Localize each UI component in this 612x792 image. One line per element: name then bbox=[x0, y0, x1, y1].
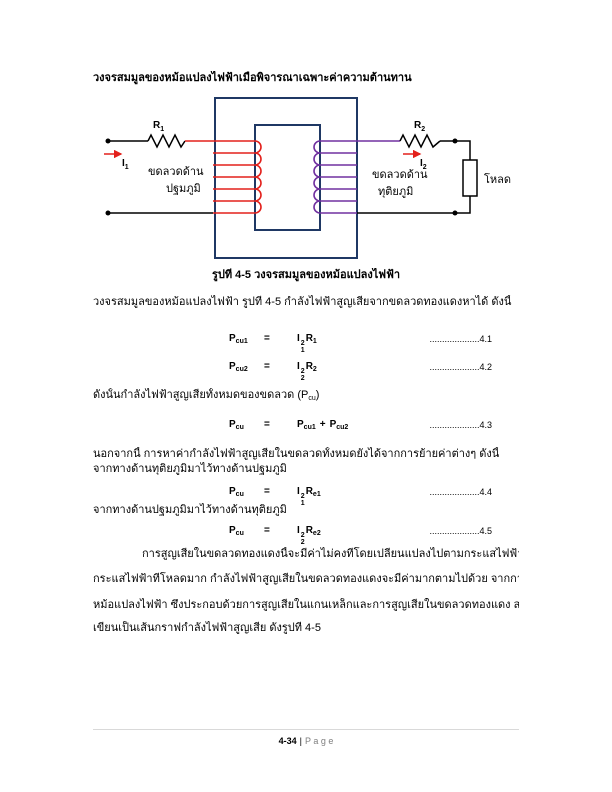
paragraph-line: กระแสไฟฟ้าที่โหลดมาก กำลังไฟฟ้าสูญเสียใน… bbox=[93, 573, 519, 585]
secondary-winding-label-line1: ขดลวดด้าน bbox=[372, 169, 428, 181]
page-footer: 4-34|P a g e bbox=[0, 734, 612, 748]
equation-lhs: Pcu2 bbox=[229, 361, 248, 373]
equivalent-circuit-diagram: R1 R2 I1 I2 ขดลวดด้าน ปฐมภูมิ ขดลวดด้าน … bbox=[104, 97, 511, 259]
referral-to-secondary: จากทางด้านปฐมภูมิมาไว้ทางด้านทุติยภูมิ bbox=[93, 504, 287, 516]
secondary-terminal-top-dot bbox=[452, 138, 458, 144]
equation-rhs: Pcu1+Pcu2 bbox=[297, 419, 349, 431]
paragraph-line: การสูญเสียในขดลวดทองแดงนี้จะมีค่าไม่คงที… bbox=[142, 548, 519, 560]
transformer-core-window bbox=[254, 124, 321, 231]
resistor-r2 bbox=[399, 133, 441, 149]
label-i1: I1 bbox=[122, 158, 129, 171]
load-resistor bbox=[462, 159, 478, 197]
secondary-winding bbox=[313, 140, 400, 214]
footer-divider bbox=[93, 729, 519, 730]
primary-winding-label-line1: ขดลวดด้าน bbox=[148, 166, 204, 178]
equation-number: ....................4.4 bbox=[429, 487, 492, 497]
equals-sign: = bbox=[264, 525, 270, 536]
footer-separator: | bbox=[299, 736, 302, 746]
label-r2: R2 bbox=[414, 120, 425, 133]
equation-number: ....................4.1 bbox=[429, 334, 492, 344]
label-i2: I2 bbox=[420, 158, 427, 171]
equation-4-3: Pcu = Pcu1+Pcu2 ....................4.3 bbox=[0, 417, 612, 433]
secondary-terminal-bottom-dot bbox=[452, 210, 458, 216]
intro-text: วงจรสมมูลของหม้อแปลงไฟฟ้า รูปที่ 4-5 กำล… bbox=[93, 296, 512, 308]
figure-caption: รูปที่ 4-5 วงจรสมมูลของหม้อแปลงไฟฟ้า bbox=[211, 269, 401, 281]
equation-number: ....................4.5 bbox=[429, 526, 492, 536]
page-number: 4-34 bbox=[278, 736, 297, 746]
paragraph-line: หม้อแปลงไฟฟ้า ซึ่งประกอบด้วยการสูญเสียใน… bbox=[93, 599, 519, 611]
equation-number: ....................4.3 bbox=[429, 420, 492, 430]
load-label: โหลด bbox=[484, 172, 511, 186]
section-heading: วงจรสมมูลของหม้อแปลงไฟฟ้าเมื่อพิจารณาเฉพ… bbox=[93, 72, 412, 84]
equation-lhs: Pcu1 bbox=[229, 333, 248, 345]
primary-winding-label-line2: ปฐมภูมิ bbox=[166, 183, 201, 195]
equals-sign: = bbox=[264, 419, 270, 430]
equation-lhs: Pcu bbox=[229, 419, 244, 431]
equation-number: ....................4.2 bbox=[429, 362, 492, 372]
page-word: P a g e bbox=[305, 736, 334, 746]
secondary-output-wire bbox=[440, 140, 471, 160]
equals-sign: = bbox=[264, 486, 270, 497]
transformer-core-outer bbox=[214, 97, 358, 259]
secondary-winding-label-line2: ทุติยภูมิ bbox=[378, 186, 413, 198]
referral-to-primary: จากทางด้านทุติยภูมิมาไว้ทางด้านปฐมภูมิ bbox=[93, 463, 287, 475]
equals-sign: = bbox=[264, 361, 270, 372]
equation-lhs: Pcu bbox=[229, 486, 244, 498]
secondary-return-wire bbox=[357, 196, 471, 214]
primary-winding bbox=[185, 140, 262, 214]
total-loss-text: ดังนั้นกำลังไฟฟ้าสูญเสียทั้งหมดของขดลวด … bbox=[93, 389, 320, 402]
equals-sign: = bbox=[264, 333, 270, 344]
equation-lhs: Pcu bbox=[229, 525, 244, 537]
label-r1: R1 bbox=[153, 120, 164, 133]
paragraph-line: เขียนเป็นเส้นกราฟกำลังไฟฟ้าสูญเสีย ดังรู… bbox=[93, 622, 321, 634]
resistor-r1 bbox=[147, 133, 186, 149]
referral-intro: นอกจากนี้ การหาค่ากำลังไฟฟ้าสูญเสียในขดล… bbox=[93, 448, 500, 460]
